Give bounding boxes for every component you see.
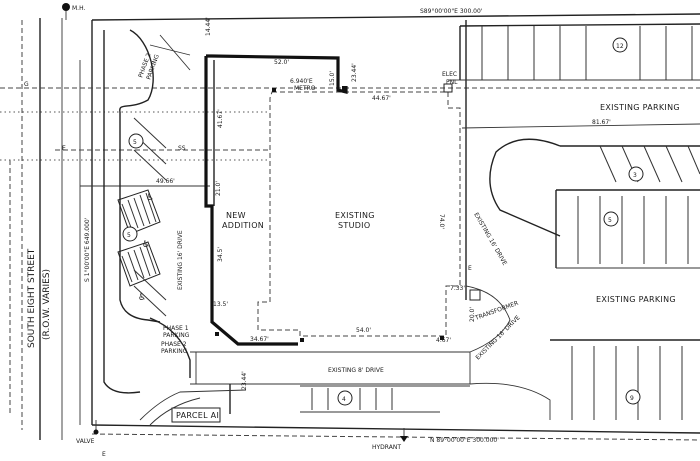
dim-6-940: 6.940'E: [290, 78, 313, 85]
manhole-label: M.H.: [72, 5, 85, 12]
existing-parking-bottom: EXISTING PARKING: [596, 295, 676, 304]
lot-circle-12: 12: [612, 37, 628, 53]
new-addition-building: NEW ADDITION 14.44' 52.0' 23.44' 6.940'E…: [156, 17, 358, 346]
bearing-top: S89°00'00"E 300.00': [420, 8, 483, 15]
pnl-label: PNL: [446, 79, 458, 86]
dim-20: 20.0': [469, 307, 476, 322]
svg-text:5: 5: [127, 232, 131, 239]
existing-drive-left: EXISTING 16' DRIVE: [177, 230, 184, 290]
accessible-icon-1: ♿: [146, 193, 154, 203]
hydrant-label: HYDRANT: [372, 444, 401, 451]
dim-23-44-top: 23.44': [351, 63, 358, 82]
bottom-drive-area: EXISTING 8' DRIVE 23.44' PARCEL AI: [139, 351, 470, 426]
utility-g: G: [24, 81, 29, 88]
svg-text:5: 5: [608, 217, 612, 224]
existing-studio-label-2: STUDIO: [338, 221, 370, 230]
dim-81-67: 81.67': [592, 119, 611, 126]
left-parking-area: ♿ ♿ ♿ PHASE 2 PARKING EXISTING 16' DRIVE…: [103, 29, 191, 394]
corner-markers: [215, 86, 444, 342]
lot-circle-5-right: 5: [603, 211, 619, 227]
utility-ss: SS: [178, 145, 186, 152]
utility-e-1: E: [62, 145, 66, 152]
dim-41-67: 41.67': [217, 109, 224, 128]
dim-13-5: 13.5': [213, 301, 228, 308]
dim-4-67: 4.67': [436, 337, 451, 344]
existing-parking-top: EXISTING PARKING: [600, 103, 680, 112]
bearing-left: S 1°00'00"E 649.000': [84, 217, 91, 282]
svg-text:4: 4: [342, 396, 346, 403]
dim-34-5: 34.5': [217, 247, 224, 262]
new-addition-label-1: NEW: [226, 211, 246, 220]
phase2-parking-bottom-2: PARKING: [161, 348, 188, 355]
dim-34-67: 34.67': [250, 336, 269, 343]
new-addition-label-2: ADDITION: [222, 221, 264, 230]
east-side-features: ELEC PNL E 7.33' 20.0' 4.67' TRANSFORMER…: [436, 20, 522, 384]
existing-drive-bottom: EXISTING 8' DRIVE: [328, 367, 384, 374]
valve-marker: VALVE E: [76, 420, 106, 458]
accessible-hatch-2: [117, 241, 161, 287]
dim-54: 54.0': [356, 327, 371, 334]
hydrant-marker: HYDRANT: [372, 428, 408, 451]
existing-parking-east: EXISTING PARKING 81.67' EXISTING PARKING: [459, 23, 700, 420]
lot-circle-5-mid: 5: [122, 226, 138, 242]
existing-drive-right-1: EXISTING 16' DRIVE: [472, 212, 508, 267]
elec-label: ELEC: [442, 71, 457, 78]
svg-text:9: 9: [630, 395, 634, 402]
existing-studio-building: EXISTING STUDIO 44.67' 74.0' 54.0': [257, 91, 461, 337]
phase1-parking-2: PARKING: [163, 332, 190, 339]
dim-metro: METRO: [294, 85, 316, 92]
phase1-parking-1: PHASE 1: [163, 325, 189, 332]
utility-e-2: E: [102, 451, 106, 458]
valve-label: VALVE: [76, 438, 95, 445]
dim-15: 15.0': [329, 71, 336, 86]
lot-numbers: 12 5 3 5 5 4 9: [122, 37, 644, 406]
existing-studio-label-1: EXISTING: [335, 211, 375, 220]
street-right-of-way: SOUTH EIGHT STREET (R.O.W. VARIES) S 1°0…: [9, 18, 91, 440]
lot-circle-3: 3: [628, 166, 644, 182]
accessible-hatch-1: [117, 189, 161, 235]
dim-21: 21.0': [215, 181, 222, 196]
svg-text:3: 3: [633, 172, 637, 179]
utility-e-3: E: [468, 265, 472, 272]
parcel-label: PARCEL AI: [176, 411, 219, 420]
dim-52: 52.0': [274, 59, 289, 66]
phase2-parking-bottom-1: PHASE 2: [161, 341, 187, 348]
parcel-box: [171, 407, 221, 423]
existing-drive-right-2: EXISTING 16' DRIVE: [474, 314, 521, 361]
bearing-bottom: N 89°00'00"E 300.000': [430, 437, 499, 444]
lot-circle-4: 4: [337, 390, 353, 406]
elec-panel: [443, 83, 453, 93]
dim-74: 74.0': [438, 214, 445, 229]
street-name: SOUTH EIGHT STREET: [27, 248, 37, 348]
lot-circle-9: 9: [625, 389, 641, 405]
dim-23-44-bottom: 23.44': [241, 371, 248, 390]
manhole-marker: M.H.: [62, 3, 85, 20]
street-row-note: (R.O.W. VARIES): [42, 269, 52, 340]
svg-text:12: 12: [616, 43, 624, 50]
dim-49-66: 49.66': [156, 178, 175, 185]
transformer-box: [469, 289, 481, 301]
dim-7-33: 7.33': [450, 285, 465, 292]
utility-lines: G SS E: [0, 81, 700, 187]
lot-circle-5-left: 5: [128, 133, 144, 149]
dim-44-67: 44.67': [372, 95, 391, 102]
svg-text:5: 5: [133, 139, 137, 146]
accessible-icon-3: ♿: [138, 293, 146, 303]
accessible-icon-2: ♿: [142, 240, 150, 250]
dim-14-44: 14.44': [205, 17, 212, 36]
